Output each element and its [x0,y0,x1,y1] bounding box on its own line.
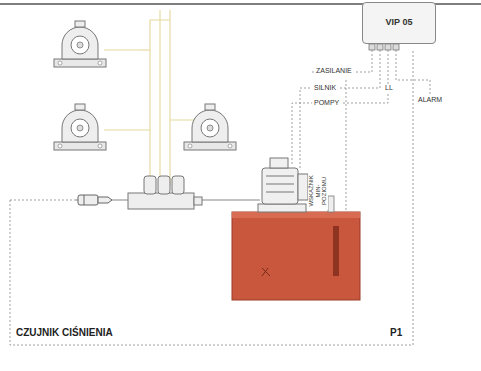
part-label: P1 [388,327,404,338]
wire-label: POMPY [312,99,341,107]
controller-label: VIP 05 [363,17,435,27]
wire-label: SILNIK [312,84,338,92]
sensor-label: CZUJNIK CIŚNIENIA [14,327,115,338]
level-indicator-label: WSKAŹNIK MIN- POZIOMU [308,172,328,210]
wire-label: ZASILANIE [314,67,354,75]
signal-label: ALARM [416,96,444,104]
wire-label: LL [383,84,395,92]
controller-box: VIP 05 [362,2,436,44]
